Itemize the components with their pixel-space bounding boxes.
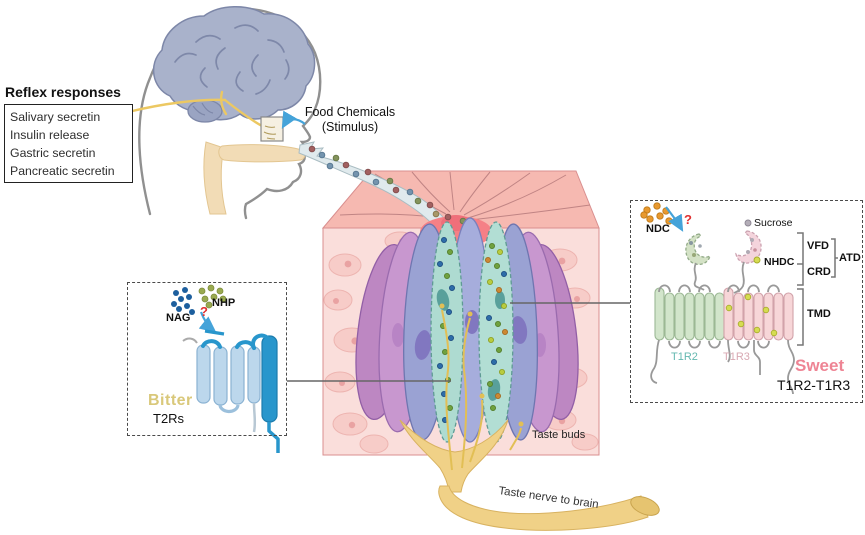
ndc-label: NDC (646, 223, 670, 235)
jaw-throat-shape (203, 141, 306, 215)
t1r3-vfd-crescent (735, 230, 762, 264)
brain-icon (152, 6, 316, 123)
sweet-receptor-panel (630, 200, 863, 403)
bitter-binding-arrow-icon (198, 311, 217, 333)
bitter-title: Bitter (148, 392, 193, 409)
nhdc-dot (753, 256, 761, 264)
sucrose-label: Sucrose (754, 217, 793, 229)
t2r-receptor-structure (182, 329, 280, 453)
nag-molecule-dots (171, 287, 195, 315)
reflex-responses-panel: Salivary secretin Insulin release Gastri… (4, 104, 133, 183)
head-figure (126, 6, 322, 220)
atd-domain-label: ATD (839, 252, 861, 264)
stimulus-arrow-icon (281, 110, 306, 129)
cranial-nerve-paths (126, 90, 264, 128)
t1r2-vfd-crescent (685, 233, 711, 266)
t1r2-t1r3-label: T1R2-T1R3 (777, 377, 851, 393)
t2rs-label: T2Rs (153, 411, 185, 426)
sucrose-dot (744, 219, 752, 227)
nerve-fibers (441, 309, 522, 471)
t1r3-subunit-label: T1R3 (723, 351, 750, 363)
reflex-item-pancreatic: Pancreatic secretin (10, 164, 115, 178)
reflex-item-salivary: Salivary secretin (10, 110, 101, 124)
nag-label: NAG (166, 312, 191, 324)
nhdc-label: NHDC (764, 256, 795, 268)
taste-nerve-shape (399, 303, 660, 531)
food-chemicals-line1: Food Chemicals (304, 105, 396, 119)
mouth-inset-box (260, 116, 284, 142)
domain-brackets (797, 232, 838, 346)
vfd-domain-label: VFD (807, 240, 829, 252)
sweet-title: Sweet (795, 356, 845, 375)
nhp-label: NHP (212, 297, 236, 309)
food-chemical-stream (298, 141, 448, 230)
taste-buds-label: Taste buds (532, 429, 586, 441)
brain-gyri (174, 24, 290, 95)
t1r3-tmd-helices (723, 284, 795, 395)
bitter-receptor-panel (127, 282, 287, 436)
nhp-molecule-dots (198, 284, 227, 309)
taste-bud-cells (355, 217, 579, 443)
taste-bud-illustration (355, 213, 660, 531)
t1r2-tmd-helices (650, 284, 725, 384)
sweet-question-mark: ? (684, 212, 692, 227)
crd-domain-label: CRD (807, 266, 831, 278)
sweet-binding-arrow-icon (665, 206, 684, 232)
tmd-domain-label: TMD (807, 308, 831, 320)
food-chemicals-label: Food Chemicals (Stimulus) (288, 105, 412, 135)
reflex-item-gastric: Gastric secretin (10, 146, 96, 160)
food-chemicals-line2: (Stimulus) (321, 120, 379, 134)
sweet-receptor-diagram (640, 202, 838, 395)
t1r2-subunit-label: T1R2 (671, 351, 698, 363)
reflex-responses-title: Reflex responses (5, 84, 121, 100)
bitter-question-mark: ? (200, 304, 208, 319)
bitter-receptor-diagram (171, 284, 280, 453)
reflex-item-insulin: Insulin release (10, 128, 90, 142)
food-chemical-dots (308, 145, 448, 225)
nhdc-bound-dots (725, 293, 778, 337)
